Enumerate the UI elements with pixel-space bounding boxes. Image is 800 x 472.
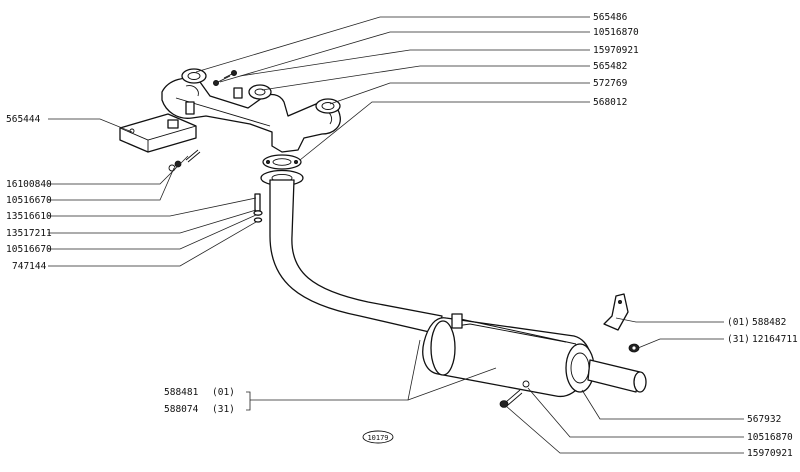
label-10516870-top: 10516870 (593, 27, 639, 38)
label-565486: 565486 (593, 12, 628, 23)
label-747144: 747144 (12, 261, 47, 272)
label-15970921-top: 15970921 (593, 45, 639, 56)
label-13516610: 13516610 (6, 211, 52, 222)
label-565482: 565482 (593, 61, 627, 72)
muffler (422, 313, 595, 398)
label-10516870-bottom: 10516870 (747, 432, 793, 443)
label-588074: 588074 (164, 404, 199, 415)
stamp-text: 10179 (367, 434, 388, 442)
label-10516670-b: 10516670 (6, 244, 52, 255)
label-588481-variant: (01) (212, 387, 235, 398)
diagram-number-stamp: 10179 (362, 430, 394, 444)
label-588481: 588481 (164, 387, 199, 398)
label-567932: 567932 (747, 414, 781, 425)
left-bolts (168, 149, 201, 172)
part-labels: 565486 10516870 15970921 565482 572769 5… (6, 12, 798, 459)
label-16100840: 16100840 (6, 179, 52, 190)
heat-shield-plate (119, 113, 197, 153)
exhaust-manifold (161, 68, 341, 153)
label-588482-variant: (01) (727, 317, 750, 328)
label-15970921-bottom: 15970921 (747, 448, 793, 459)
flange-gasket (262, 154, 302, 170)
leader-lines (48, 16, 744, 454)
label-13517211: 13517211 (6, 228, 52, 239)
bracket-nut (628, 343, 640, 353)
exhaust-pipe (269, 179, 443, 335)
label-565444: 565444 (6, 114, 41, 125)
label-572769: 572769 (593, 78, 628, 89)
clamp-fasteners (253, 193, 263, 223)
label-588482: 588482 (752, 317, 786, 328)
manifold-studs (212, 70, 237, 87)
label-12164711: 12164711 (752, 334, 798, 345)
muffler-bracket (603, 293, 629, 331)
label-10516670-a: 10516670 (6, 195, 52, 206)
label-588074-variant: (31) (212, 404, 235, 415)
tail-pipe (587, 359, 647, 393)
muffler-bolt (499, 380, 530, 408)
label-568012: 568012 (593, 97, 627, 108)
label-12164711-variant: (31) (727, 334, 750, 345)
